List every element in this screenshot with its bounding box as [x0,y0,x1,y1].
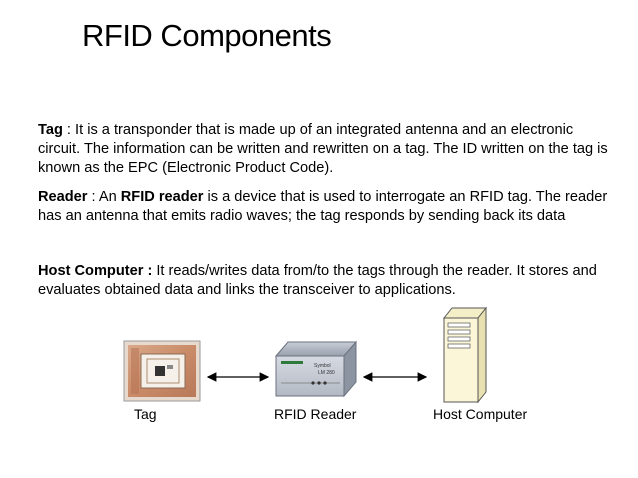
term-tag: Tag [38,122,63,138]
reader-description: is a device that is used to interrogate … [38,189,608,224]
host-description: It reads/writes data from/to the tags th… [38,263,597,298]
rfid-reader-image: Symbol LM 280 [274,340,358,398]
caption-tag: Tag [134,406,157,422]
slide-title: RFID Components [82,18,332,53]
host-computer-image [442,306,488,404]
term-host-computer: Host Computer : [38,263,153,279]
term-reader: Reader [38,189,88,205]
caption-rfid-reader: RFID Reader [274,406,357,422]
caption-host-computer: Host Computer [433,406,528,422]
svg-text:LM 280: LM 280 [318,370,335,376]
svg-text:Symbol: Symbol [314,363,331,369]
reader-pre: : An [87,189,121,205]
tag-description: : It is a transponder that is made up of… [38,122,608,176]
paragraph-host: Host Computer : It reads/writes data fro… [38,262,608,300]
paragraph-reader: Reader : An RFID reader is a device that… [38,188,608,226]
paragraph-tag: Tag : It is a transponder that is made u… [38,121,608,178]
rfid-tag-image [123,340,201,402]
term-rfid-reader: RFID reader [120,189,204,205]
